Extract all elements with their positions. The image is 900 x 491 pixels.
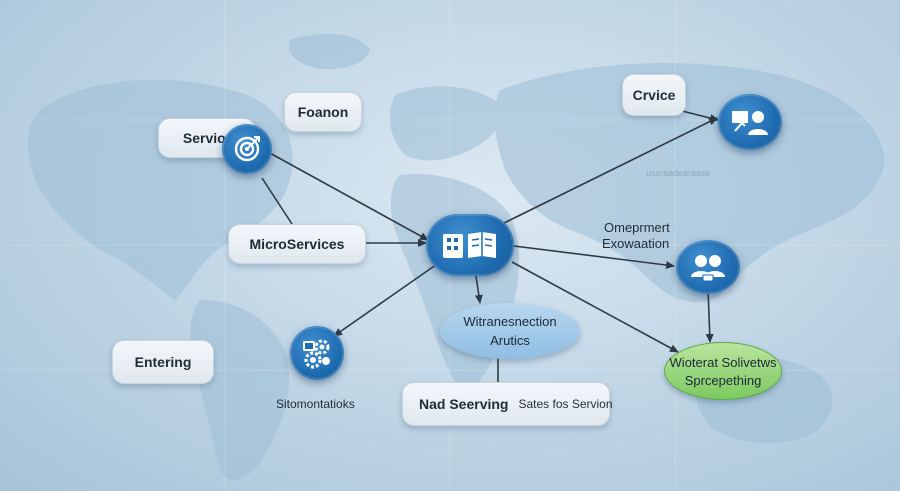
building-document-icon	[443, 232, 496, 258]
witranes-line1: Witranesnection	[463, 314, 557, 329]
nad-seerving-label: Nad Seerving	[419, 396, 509, 412]
nad-seerving-pill: Nad Seerving Sates fos Servion	[402, 382, 613, 426]
team-node	[718, 94, 782, 150]
sates-label: Sates fos Servion	[518, 397, 613, 411]
connector-target-to-microservices	[261, 177, 293, 225]
sitomontatioks-label: Sitomontatioks	[276, 397, 355, 411]
people-node	[676, 240, 740, 294]
connector-hub-to-witranes	[474, 275, 483, 304]
target-icon	[234, 136, 260, 162]
exowaation-label: Exowaation	[602, 236, 670, 251]
team-icon	[732, 111, 768, 135]
witranes-line2: Arutics	[490, 333, 530, 348]
crvice-label: Crvice	[622, 74, 686, 116]
witranes-ellipse: Witranesnection Arutics	[440, 303, 580, 359]
foanon-label: Foanon	[284, 92, 362, 132]
connector-hub-to-people	[513, 245, 675, 269]
wioterat-line2: Sprcepething	[684, 372, 762, 388]
entering-label: Entering	[112, 340, 214, 384]
connector-crvice-to-team	[677, 109, 719, 122]
omeprmert-label: Omeprmert	[604, 220, 670, 235]
gears-icon	[303, 339, 330, 369]
microservices-label: MicroServices	[228, 224, 366, 264]
connector-hub-to-gears	[333, 261, 441, 337]
wioterat-line1: Wioterat Solivetws	[669, 354, 777, 370]
wioterat-ellipse: Wioterat Solivetws Sprcepething	[664, 342, 782, 400]
connector-hub-to-team	[499, 117, 718, 226]
gears-node	[290, 326, 344, 380]
people-icon	[691, 255, 725, 282]
connector-target-to-hub	[267, 151, 429, 241]
connector-people-to-green	[705, 287, 714, 343]
hub-node	[426, 214, 514, 276]
faint-caption: ussraadearaase	[646, 168, 711, 178]
target-node	[222, 124, 272, 174]
connector-hub-to-green	[511, 261, 679, 353]
